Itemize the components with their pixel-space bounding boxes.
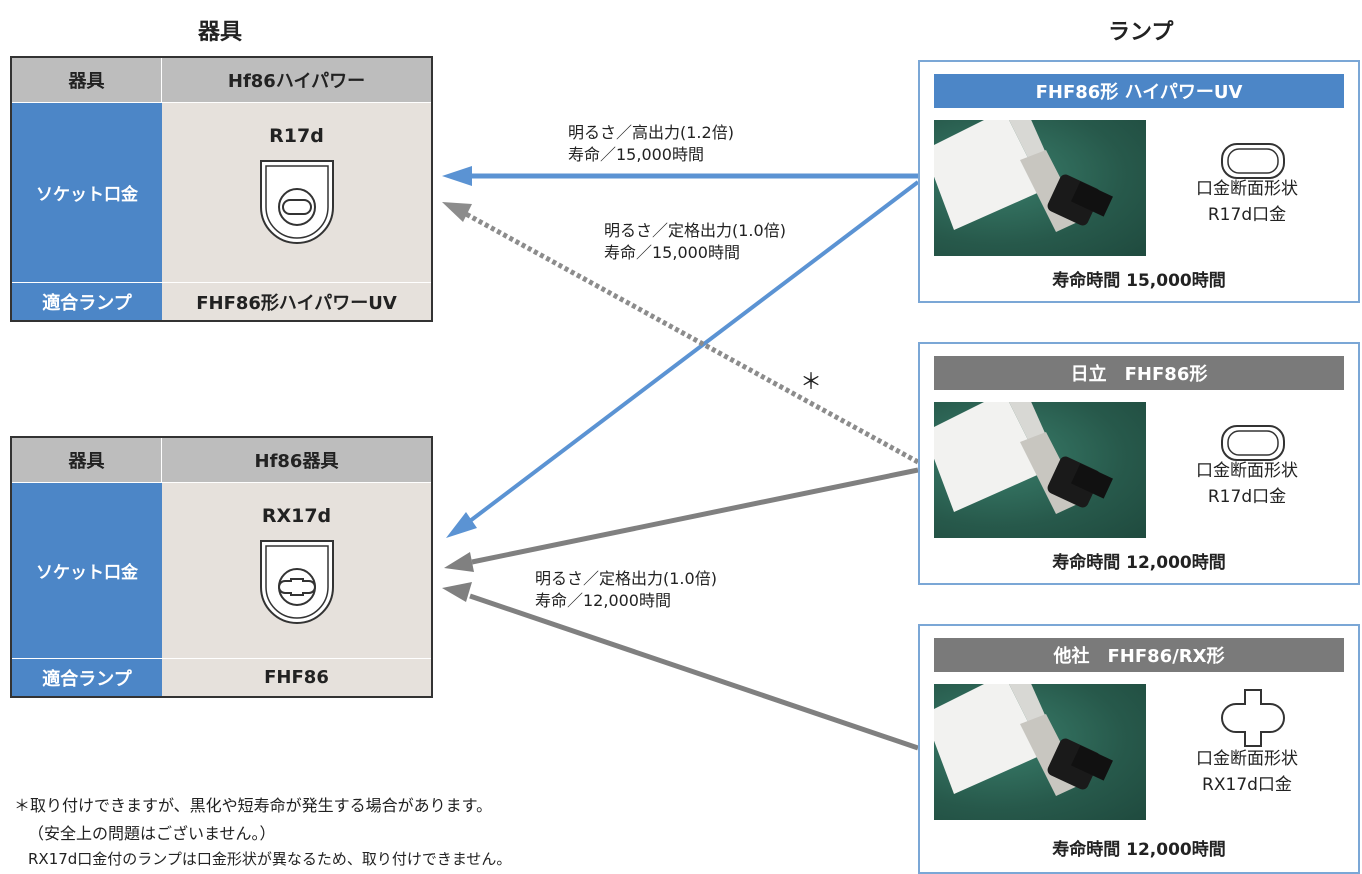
fixture-col-label: 器具: [12, 438, 162, 482]
r17d-socket-icon: [259, 160, 334, 244]
arrow-uv-to-standard: [464, 180, 920, 526]
socket-label: ソケット口金: [12, 102, 162, 282]
r17d-shape-icon: [1221, 143, 1285, 179]
arrow-other-to-standard: [469, 593, 919, 751]
socket-code: RX17d: [261, 505, 332, 527]
arrowhead-hitachi-to-standard: [444, 552, 474, 572]
fit-lamp-value: FHF86形ハイパワーUV: [162, 282, 431, 320]
note-line-2: （安全上の問題はございません。）: [28, 824, 276, 843]
fixture-table-highpower: 器具 Hf86ハイパワー ソケット口金 R17d 適合ランプ FHF86形ハイパ…: [10, 56, 433, 322]
lamp-title: FHF86形 ハイパワーUV: [934, 74, 1344, 108]
fixture-header: 器具: [198, 20, 243, 45]
lamp-panel-other: 他社 FHF86/RX形 口金断面形状 RX17d口金 寿命時間 12,000時…: [918, 624, 1360, 874]
socket-code: R17d: [269, 125, 324, 147]
r17d-shape-icon: [1221, 425, 1285, 461]
lamp-life: 寿命時間 12,000時間: [1052, 840, 1226, 860]
note-line-3: RX17d口金付のランプは口金形状が異なるため、取り付けできません。: [28, 850, 512, 868]
shape-description: 口金断面形状 RX17d口金: [1196, 749, 1298, 795]
lamp-life: 寿命時間 12,000時間: [1052, 553, 1226, 573]
rx17d-socket-icon: [259, 540, 334, 624]
arrowhead-hitachi-to-highpower: [442, 202, 472, 222]
fixture-table-standard: 器具 Hf86器具 ソケット口金 RX17d 適合ランプ FHF86: [10, 436, 433, 698]
arrowhead-other-to-standard: [442, 582, 472, 602]
socket-body: R17d: [162, 102, 431, 282]
annotation-highpower-brightness: 明るさ／高出力(1.2倍) 寿命／15,000時間: [568, 123, 734, 164]
lamp-panel-uv: FHF86形 ハイパワーUV 口金断面形状 R17d口金 寿命時間 15,000…: [918, 60, 1360, 303]
lamp-title: 他社 FHF86/RX形: [934, 638, 1344, 672]
socket-label: ソケット口金: [12, 482, 162, 658]
fixture-col-value: Hf86器具: [162, 438, 431, 482]
arrowhead-uv-to-highpower: [442, 166, 472, 186]
lamp-life: 寿命時間 15,000時間: [1052, 271, 1226, 291]
fit-lamp-label: 適合ランプ: [12, 658, 162, 696]
shape-description: 口金断面形状 R17d口金: [1196, 461, 1298, 507]
fit-lamp-value: FHF86: [162, 658, 431, 696]
shape-description: 口金断面形状 R17d口金: [1196, 179, 1298, 225]
arrow-hitachi-to-standard: [471, 467, 919, 565]
lamp-photo: [934, 120, 1146, 256]
asterisk-mark: ＊: [800, 370, 823, 395]
lamp-panel-hitachi: 日立 FHF86形 口金断面形状 R17d口金 寿命時間 12,000時間: [918, 342, 1360, 585]
socket-body: RX17d: [162, 482, 431, 658]
annotation-uv-rated: 明るさ／定格出力(1.0倍) 寿命／15,000時間: [604, 221, 786, 262]
annotation-standard-rated: 明るさ／定格出力(1.0倍) 寿命／12,000時間: [535, 569, 717, 610]
lamp-header: ランプ: [1108, 20, 1174, 45]
lamp-photo: [934, 402, 1146, 538]
arrowhead-uv-to-standard: [446, 512, 477, 538]
fixture-col-value: Hf86ハイパワー: [162, 58, 431, 102]
rx17d-shape-icon: [1221, 689, 1285, 747]
note-line-1: ＊取り付けできますが、黒化や短寿命が発生する場合があります。: [14, 796, 493, 815]
arrow-hitachi-to-highpower: [464, 211, 920, 465]
lamp-title: 日立 FHF86形: [934, 356, 1344, 390]
fixture-col-label: 器具: [12, 58, 162, 102]
lamp-photo: [934, 684, 1146, 820]
fit-lamp-label: 適合ランプ: [12, 282, 162, 320]
